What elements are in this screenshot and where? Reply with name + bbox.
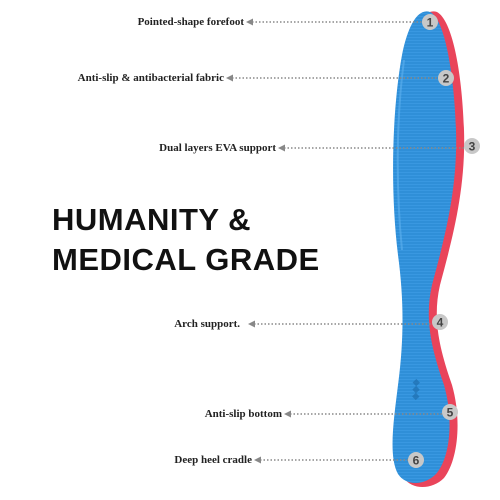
marker-number-6: 6 bbox=[413, 454, 420, 468]
leader-arrow-1 bbox=[246, 18, 253, 26]
insole-brand-mark: ◆◆◆ bbox=[410, 378, 421, 401]
marker-4 bbox=[432, 314, 448, 330]
leader-arrow-3 bbox=[278, 144, 285, 152]
marker-number-3: 3 bbox=[469, 140, 476, 154]
marker-number-4: 4 bbox=[437, 316, 444, 330]
marker-3 bbox=[464, 138, 480, 154]
marker-1 bbox=[422, 14, 438, 30]
leader-arrow-2 bbox=[226, 74, 233, 82]
marker-2 bbox=[438, 70, 454, 86]
marker-number-2: 2 bbox=[443, 72, 450, 86]
feature-label-antislip-bottom: Anti-slip bottom bbox=[204, 408, 282, 420]
leader-arrow-5 bbox=[284, 410, 291, 418]
feature-label-heel-cradle: Deep heel cradle bbox=[174, 454, 252, 466]
leader-arrow-4 bbox=[248, 320, 255, 328]
leader-arrow-6 bbox=[254, 456, 261, 464]
marker-number-5: 5 bbox=[447, 406, 454, 420]
marker-number-1: 1 bbox=[427, 16, 434, 30]
headline-line-1: HUMANITY & bbox=[52, 202, 252, 237]
insole-edge-highlight bbox=[396, 59, 405, 251]
headline: HUMANITY & MEDICAL GRADE bbox=[52, 200, 322, 280]
feature-label-antislip-fabric: Anti-slip & antibacterial fabric bbox=[77, 72, 224, 84]
insole-top-layer bbox=[392, 11, 457, 484]
feature-label-arch-support: Arch support. bbox=[174, 318, 240, 330]
feature-label-pointed-forefoot: Pointed-shape forefoot bbox=[137, 16, 244, 28]
marker-5 bbox=[442, 404, 458, 420]
headline-line-2: MEDICAL GRADE bbox=[52, 242, 320, 277]
feature-label-dual-eva: Dual layers EVA support bbox=[159, 142, 276, 154]
marker-6 bbox=[408, 452, 424, 468]
